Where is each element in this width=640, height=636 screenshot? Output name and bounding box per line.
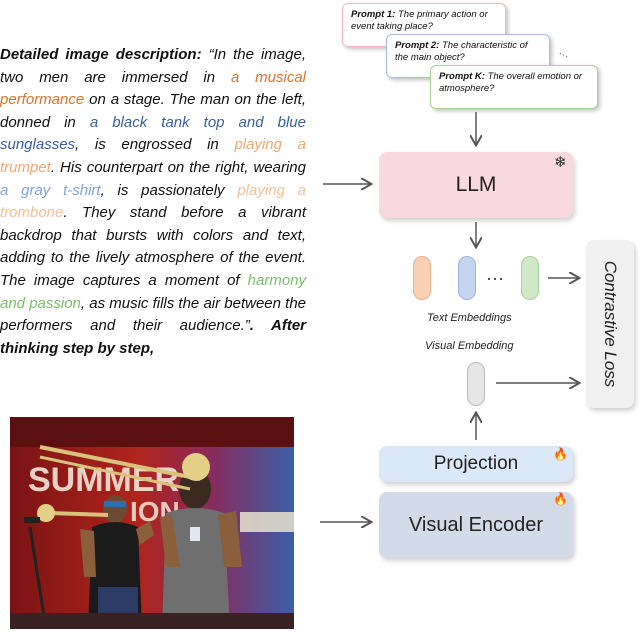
highlight-trombone: playing a trombone — [0, 181, 307, 222]
visual-embedding — [467, 362, 485, 406]
concert-photo: SUMMER ION — [10, 417, 294, 629]
description-heading: Detailed image description: — [0, 46, 202, 63]
visual-encoder-box: Visual Encoder — [379, 492, 573, 558]
projection-box: Projection — [379, 446, 573, 482]
prompt-bubble-k: Prompt K: The overall emotion or atmosph… — [430, 65, 598, 109]
snowflake-icon: ❄ — [554, 154, 567, 171]
highlight-tank-top: a black tank top and blue sunglasses — [0, 113, 306, 154]
text-embedding-2 — [458, 256, 476, 300]
text-embeddings-label: Text Embeddings — [427, 312, 512, 324]
image-description: Detailed image description: “In the imag… — [0, 46, 307, 357]
contrastive-loss-box: Contrastive Loss — [586, 240, 634, 408]
highlight-trumpet: playing a trumpet — [0, 136, 306, 176]
highlight-gray-tshirt: a gray t-shirt — [0, 181, 101, 199]
highlight-harmony: harmony and passion — [0, 271, 306, 312]
visual-embedding-label: Visual Embedding — [425, 340, 514, 352]
description-tail: . After thinking step by step, — [0, 317, 306, 357]
llm-box: LLM — [379, 152, 573, 218]
fire-icon: 🔥 — [553, 492, 568, 506]
text-embedding-1 — [413, 256, 431, 300]
highlight-performance: a musical performance — [0, 68, 307, 109]
text-embedding-k — [521, 256, 539, 300]
fire-icon: 🔥 — [553, 447, 568, 461]
embedding-dots: ··· — [486, 268, 504, 288]
